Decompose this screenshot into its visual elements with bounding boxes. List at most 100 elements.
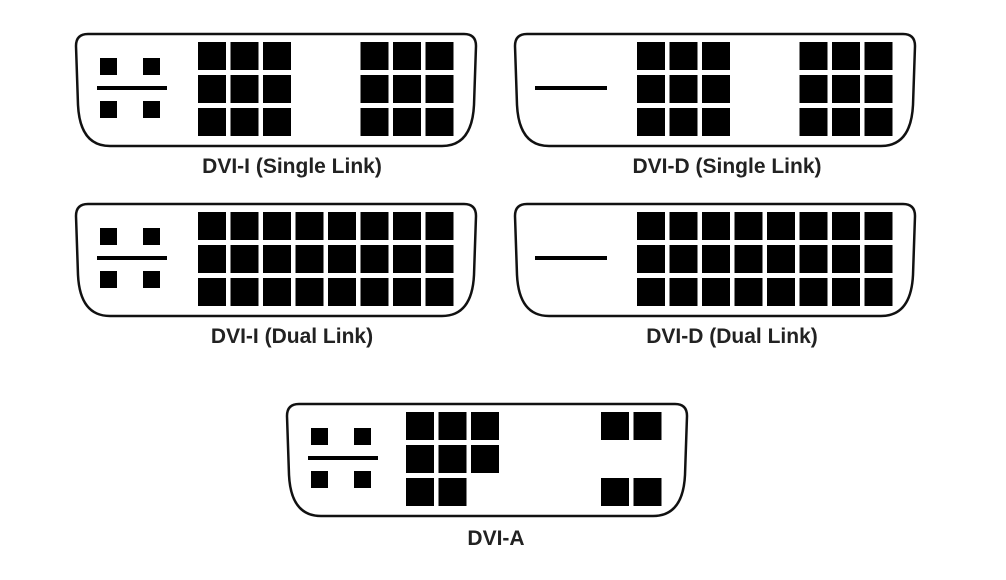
label-dvi-a: DVI-A xyxy=(467,527,525,550)
pin xyxy=(198,75,226,103)
pin xyxy=(230,245,259,273)
pin xyxy=(767,245,795,273)
analog-pin xyxy=(100,58,117,75)
pin xyxy=(230,108,259,136)
pin xyxy=(406,445,434,473)
pin xyxy=(425,108,454,136)
pin xyxy=(406,412,434,440)
analog-pin xyxy=(354,428,371,445)
pin xyxy=(438,445,467,473)
pin xyxy=(669,42,698,70)
pin xyxy=(864,278,893,306)
label-dvi-i-single: DVI-I (Single Link) xyxy=(202,155,382,178)
pin xyxy=(799,278,828,306)
pin xyxy=(471,445,499,473)
pin xyxy=(230,212,259,240)
ground-blade xyxy=(535,256,607,260)
pin xyxy=(263,245,291,273)
pin xyxy=(425,212,454,240)
pin xyxy=(633,478,662,506)
pin xyxy=(230,75,259,103)
analog-pin xyxy=(100,271,117,288)
connector-dvi-i-dual xyxy=(74,202,478,318)
pin xyxy=(425,75,454,103)
pin xyxy=(393,108,421,136)
pin xyxy=(832,75,860,103)
analog-pin xyxy=(100,228,117,245)
pin xyxy=(601,412,629,440)
connector-dvi-d-single xyxy=(513,32,917,148)
pin xyxy=(864,245,893,273)
pin xyxy=(799,245,828,273)
pin xyxy=(360,278,389,306)
pin xyxy=(295,212,324,240)
pin xyxy=(734,245,763,273)
pin xyxy=(702,108,730,136)
pin xyxy=(702,42,730,70)
label-dvi-d-single: DVI-D (Single Link) xyxy=(632,155,822,178)
analog-pin xyxy=(100,101,117,118)
pin xyxy=(425,42,454,70)
pin xyxy=(360,245,389,273)
connector-dvi-d-dual xyxy=(513,202,917,318)
label-dvi-d-dual: DVI-D (Dual Link) xyxy=(646,325,818,348)
pin xyxy=(702,75,730,103)
pin xyxy=(832,108,860,136)
ground-blade xyxy=(97,86,167,90)
pin xyxy=(393,278,421,306)
pin xyxy=(471,412,499,440)
pin xyxy=(799,108,828,136)
pin xyxy=(799,75,828,103)
pin xyxy=(734,212,763,240)
pin xyxy=(360,42,389,70)
pin xyxy=(198,42,226,70)
analog-pin xyxy=(143,271,160,288)
pin xyxy=(393,42,421,70)
label-dvi-i-dual: DVI-I (Dual Link) xyxy=(210,325,374,348)
pin xyxy=(360,212,389,240)
pin xyxy=(832,245,860,273)
pin xyxy=(669,108,698,136)
pin xyxy=(864,42,893,70)
pin xyxy=(637,108,665,136)
pin xyxy=(864,212,893,240)
pin xyxy=(799,212,828,240)
pin xyxy=(637,75,665,103)
pin xyxy=(263,42,291,70)
pin xyxy=(767,212,795,240)
pin xyxy=(669,278,698,306)
analog-pin xyxy=(143,58,160,75)
pin xyxy=(230,278,259,306)
pin xyxy=(734,278,763,306)
pin xyxy=(702,212,730,240)
pin xyxy=(702,245,730,273)
pin xyxy=(406,478,434,506)
pin xyxy=(198,245,226,273)
analog-pin xyxy=(311,471,328,488)
pin xyxy=(425,245,454,273)
analog-pin xyxy=(143,101,160,118)
pin xyxy=(328,245,356,273)
pin xyxy=(864,108,893,136)
pin xyxy=(360,108,389,136)
pin xyxy=(669,75,698,103)
pin xyxy=(295,278,324,306)
pin xyxy=(832,278,860,306)
pin xyxy=(393,75,421,103)
pin xyxy=(669,245,698,273)
pin xyxy=(230,42,259,70)
pin xyxy=(702,278,730,306)
pin xyxy=(633,412,662,440)
pin xyxy=(637,212,665,240)
ground-blade xyxy=(308,456,378,460)
pin xyxy=(438,412,467,440)
pin xyxy=(263,212,291,240)
connector-dvi-i-single xyxy=(74,32,478,148)
analog-pin xyxy=(143,228,160,245)
pin xyxy=(263,108,291,136)
pin xyxy=(425,278,454,306)
pin xyxy=(767,278,795,306)
pin xyxy=(393,212,421,240)
pin xyxy=(799,42,828,70)
